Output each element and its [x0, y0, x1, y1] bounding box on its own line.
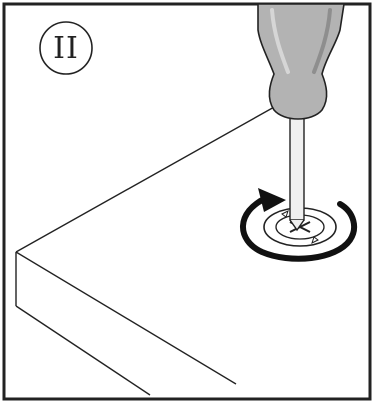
shaft-body [290, 116, 304, 220]
screwdriver-shaft [290, 116, 304, 230]
step-badge-circle [40, 22, 92, 74]
